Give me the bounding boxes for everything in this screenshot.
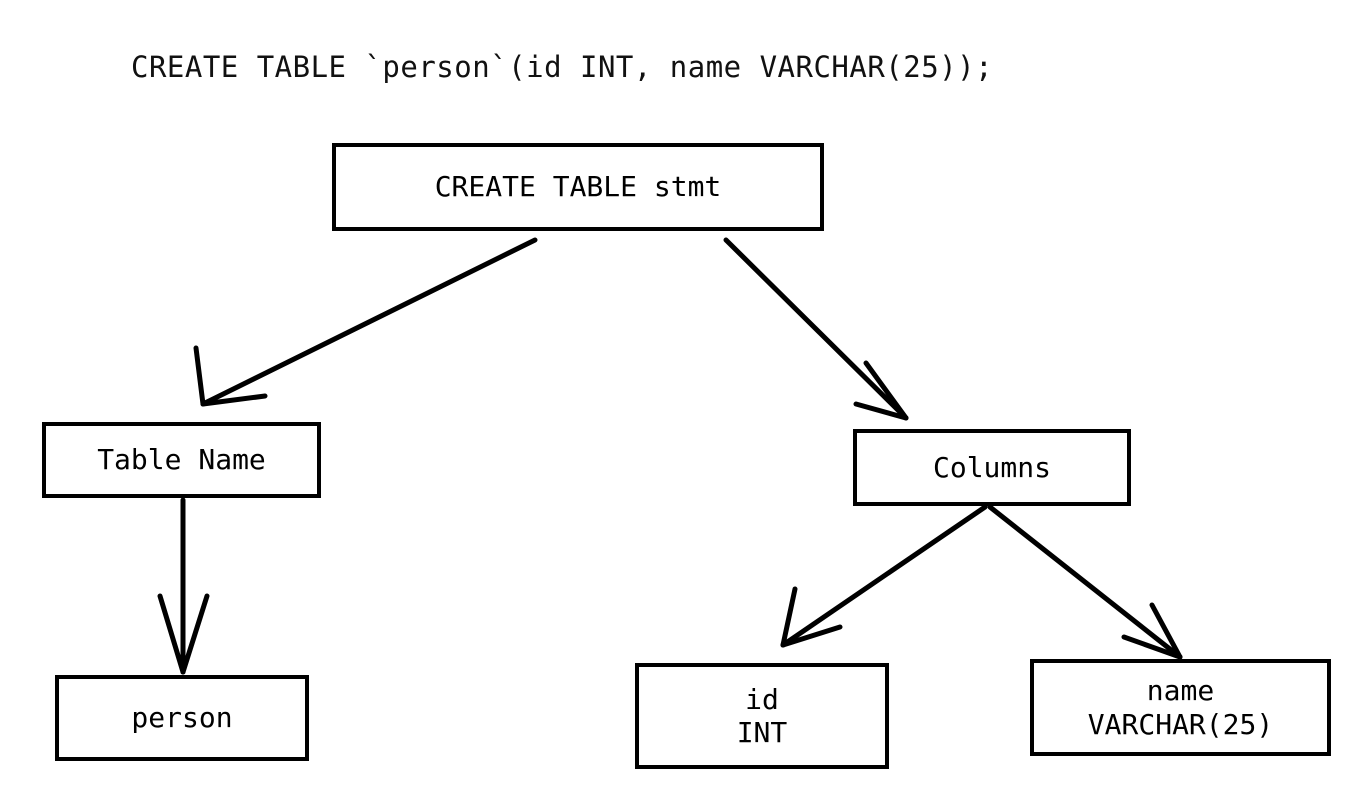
edge-root-to-table-name	[193, 237, 538, 407]
edge-root-to-columns	[723, 237, 909, 421]
node-create-table-stmt[interactable]: CREATE TABLE stmt	[332, 143, 824, 231]
node-person[interactable]: person	[55, 675, 309, 761]
node-column-id[interactable]: id INT	[635, 663, 889, 769]
node-label-line: name	[1146, 674, 1215, 708]
node-label-line: id	[745, 682, 779, 716]
node-table-name[interactable]: Table Name	[42, 422, 321, 498]
node-columns[interactable]: Columns	[853, 429, 1131, 506]
node-label-line: CREATE TABLE stmt	[434, 170, 722, 204]
sql-statement-caption: CREATE TABLE `person`(id INT, name VARCH…	[131, 50, 994, 84]
edge-columns-to-name	[987, 504, 1183, 660]
node-label-line: Columns	[932, 450, 1051, 484]
node-column-name[interactable]: name VARCHAR(25)	[1030, 659, 1331, 756]
node-label-line: Table Name	[97, 443, 266, 477]
edge-columns-to-id	[780, 504, 988, 648]
node-label-line: person	[131, 701, 233, 735]
node-label-line: VARCHAR(25)	[1087, 707, 1274, 741]
edge-table-name-to-person	[157, 497, 210, 675]
node-label-line: INT	[736, 716, 788, 749]
